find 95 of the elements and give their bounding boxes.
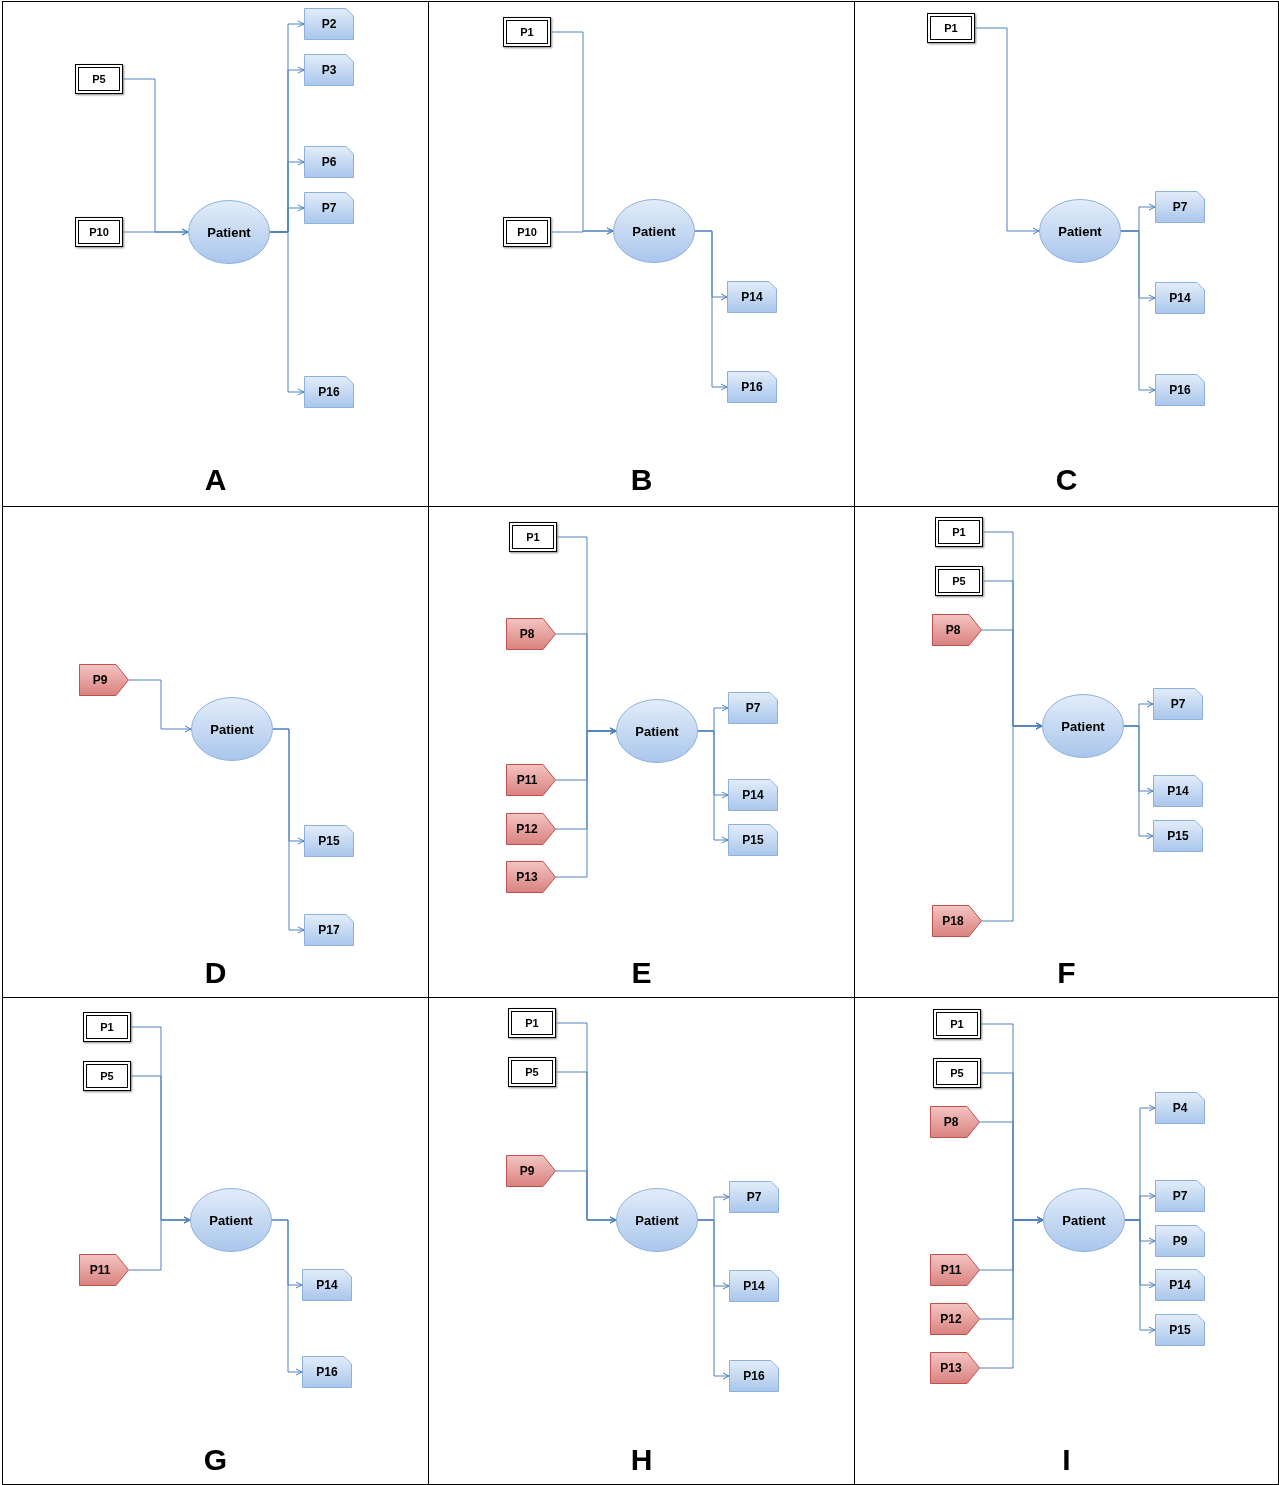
panel (854, 997, 1279, 1485)
output-box: P14 (729, 1270, 779, 1302)
panel-letter: A (203, 463, 228, 497)
panel-letter: D (203, 956, 228, 990)
output-box: P9 (1155, 1225, 1205, 1257)
patient-ellipse: Patient (188, 200, 270, 264)
input-box: P1 (508, 1008, 556, 1038)
panel-letter: H (629, 1443, 654, 1477)
risk-pentagon: P18 (932, 905, 982, 937)
panel (2, 1, 429, 507)
patient-ellipse: Patient (1039, 199, 1121, 263)
panel (2, 997, 429, 1485)
connector-arrow (269, 231, 305, 396)
output-box: P14 (1153, 775, 1203, 807)
panel-letter: I (1061, 1443, 1072, 1477)
connector-arrow (1123, 725, 1154, 840)
input-box: P5 (935, 566, 983, 596)
output-box: P7 (1155, 191, 1205, 223)
risk-pentagon: P13 (506, 861, 556, 893)
output-box: P2 (304, 8, 354, 40)
output-box: P14 (302, 1269, 352, 1301)
output-box: P15 (728, 824, 778, 856)
output-box: P16 (1155, 374, 1205, 406)
output-box: P7 (1155, 1180, 1205, 1212)
connector-arrow (550, 227, 614, 235)
output-box: P4 (1155, 1092, 1205, 1124)
connector-arrow (974, 27, 1040, 235)
input-box: P10 (75, 217, 123, 247)
risk-pentagon: P11 (506, 764, 556, 796)
input-box: P1 (927, 13, 975, 43)
input-box: P1 (503, 17, 551, 47)
panel-letter: F (1056, 956, 1077, 990)
risk-pentagon: P13 (930, 1352, 980, 1384)
connector-arrow (697, 1219, 730, 1380)
output-box: P6 (304, 146, 354, 178)
risk-pentagon: P9 (506, 1155, 556, 1187)
risk-pentagon: P11 (79, 1254, 129, 1286)
connector-arrow (697, 730, 729, 844)
risk-pentagon: P9 (79, 664, 129, 696)
output-box: P3 (304, 54, 354, 86)
risk-pentagon: P11 (930, 1254, 980, 1286)
input-box: P5 (508, 1057, 556, 1087)
connector-arrow (1124, 1219, 1156, 1334)
risk-pentagon: P12 (930, 1303, 980, 1335)
output-box: P14 (1155, 282, 1205, 314)
patient-ellipse: Patient (190, 1188, 272, 1252)
risk-pentagon: P8 (930, 1106, 980, 1138)
risk-pentagon: P8 (506, 618, 556, 650)
connector-arrow (128, 1216, 191, 1271)
patient-ellipse: Patient (1043, 1188, 1125, 1252)
input-box: P1 (933, 1009, 981, 1039)
panel (854, 1, 1279, 507)
patient-ellipse: Patient (616, 699, 698, 763)
connector-arrow (272, 728, 305, 934)
output-box: P15 (304, 825, 354, 857)
output-box: P14 (728, 779, 778, 811)
output-box: P14 (727, 281, 777, 313)
input-box: P1 (83, 1012, 131, 1042)
connector-arrow (555, 727, 617, 878)
output-box: P16 (304, 376, 354, 408)
output-box: P16 (302, 1356, 352, 1388)
patient-ellipse: Patient (1042, 694, 1124, 758)
connector-arrow (271, 1219, 303, 1376)
connector-arrow (555, 1170, 617, 1224)
connector-arrow (979, 1216, 1044, 1369)
risk-pentagon: P12 (506, 813, 556, 845)
patient-ellipse: Patient (616, 1188, 698, 1252)
connector-arrow (128, 679, 192, 733)
output-box: P16 (727, 371, 777, 403)
patient-ellipse: Patient (613, 199, 695, 263)
input-box: P5 (75, 64, 123, 94)
panel-letter: B (629, 463, 654, 497)
panel-letter: G (202, 1443, 229, 1477)
input-box: P10 (503, 217, 551, 247)
connector-arrow (694, 230, 728, 391)
connector-arrow (122, 228, 189, 236)
output-box: P7 (304, 192, 354, 224)
output-box: P15 (1155, 1314, 1205, 1346)
panel-letter: E (630, 956, 653, 990)
output-box: P7 (728, 692, 778, 724)
input-box: P5 (83, 1061, 131, 1091)
output-box: P7 (729, 1181, 779, 1213)
output-box: P17 (304, 914, 354, 946)
output-box: P7 (1153, 688, 1203, 720)
input-box: P1 (935, 517, 983, 547)
patient-ellipse: Patient (191, 697, 273, 761)
input-box: P5 (933, 1058, 981, 1088)
input-box: P1 (509, 522, 557, 552)
risk-pentagon: P8 (932, 614, 982, 646)
output-box: P14 (1155, 1269, 1205, 1301)
output-box: P16 (729, 1360, 779, 1392)
connector-arrow (1120, 230, 1156, 394)
panel-letter: C (1054, 463, 1079, 497)
output-box: P15 (1153, 820, 1203, 852)
connector-arrow (981, 722, 1043, 922)
